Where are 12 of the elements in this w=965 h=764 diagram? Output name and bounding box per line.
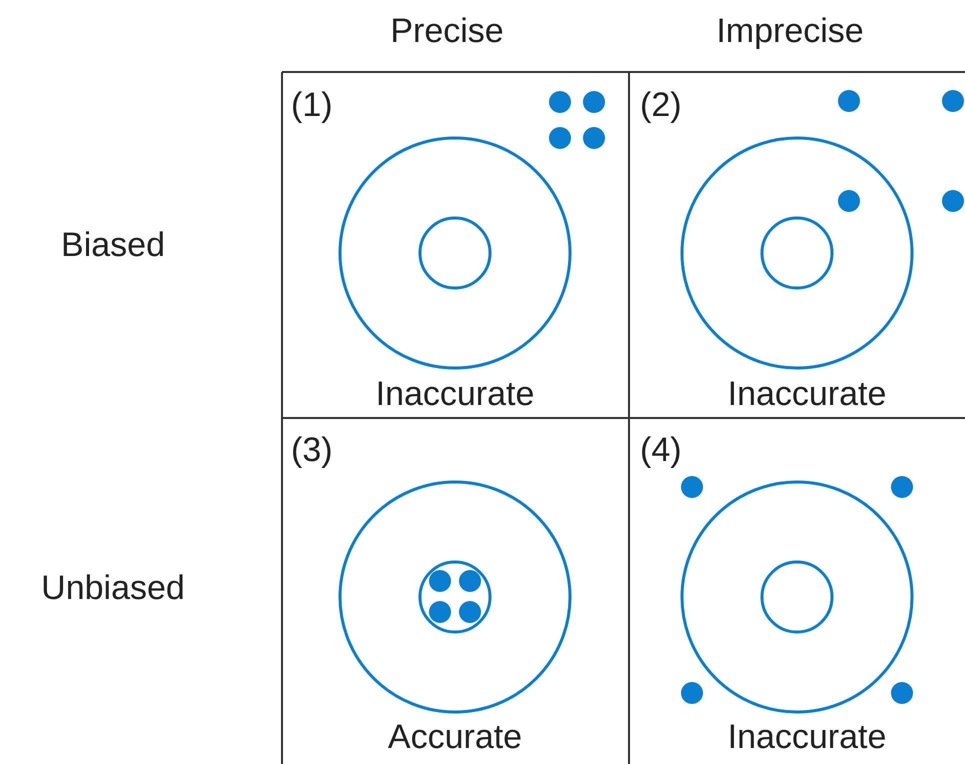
cell-caption: Inaccurate (376, 377, 534, 411)
cell-number: (1) (291, 88, 333, 122)
cell-number: (4) (640, 433, 682, 467)
cell-number: (3) (291, 433, 333, 467)
row-heading: Unbiased (41, 571, 185, 605)
cell-caption: Inaccurate (728, 377, 886, 411)
cell-caption: Inaccurate (728, 720, 886, 754)
column-heading: Imprecise (716, 14, 864, 48)
column-heading: Precise (390, 14, 504, 48)
cell-caption: Accurate (388, 720, 522, 754)
row-heading: Biased (61, 228, 165, 262)
cell-number: (2) (640, 88, 682, 122)
